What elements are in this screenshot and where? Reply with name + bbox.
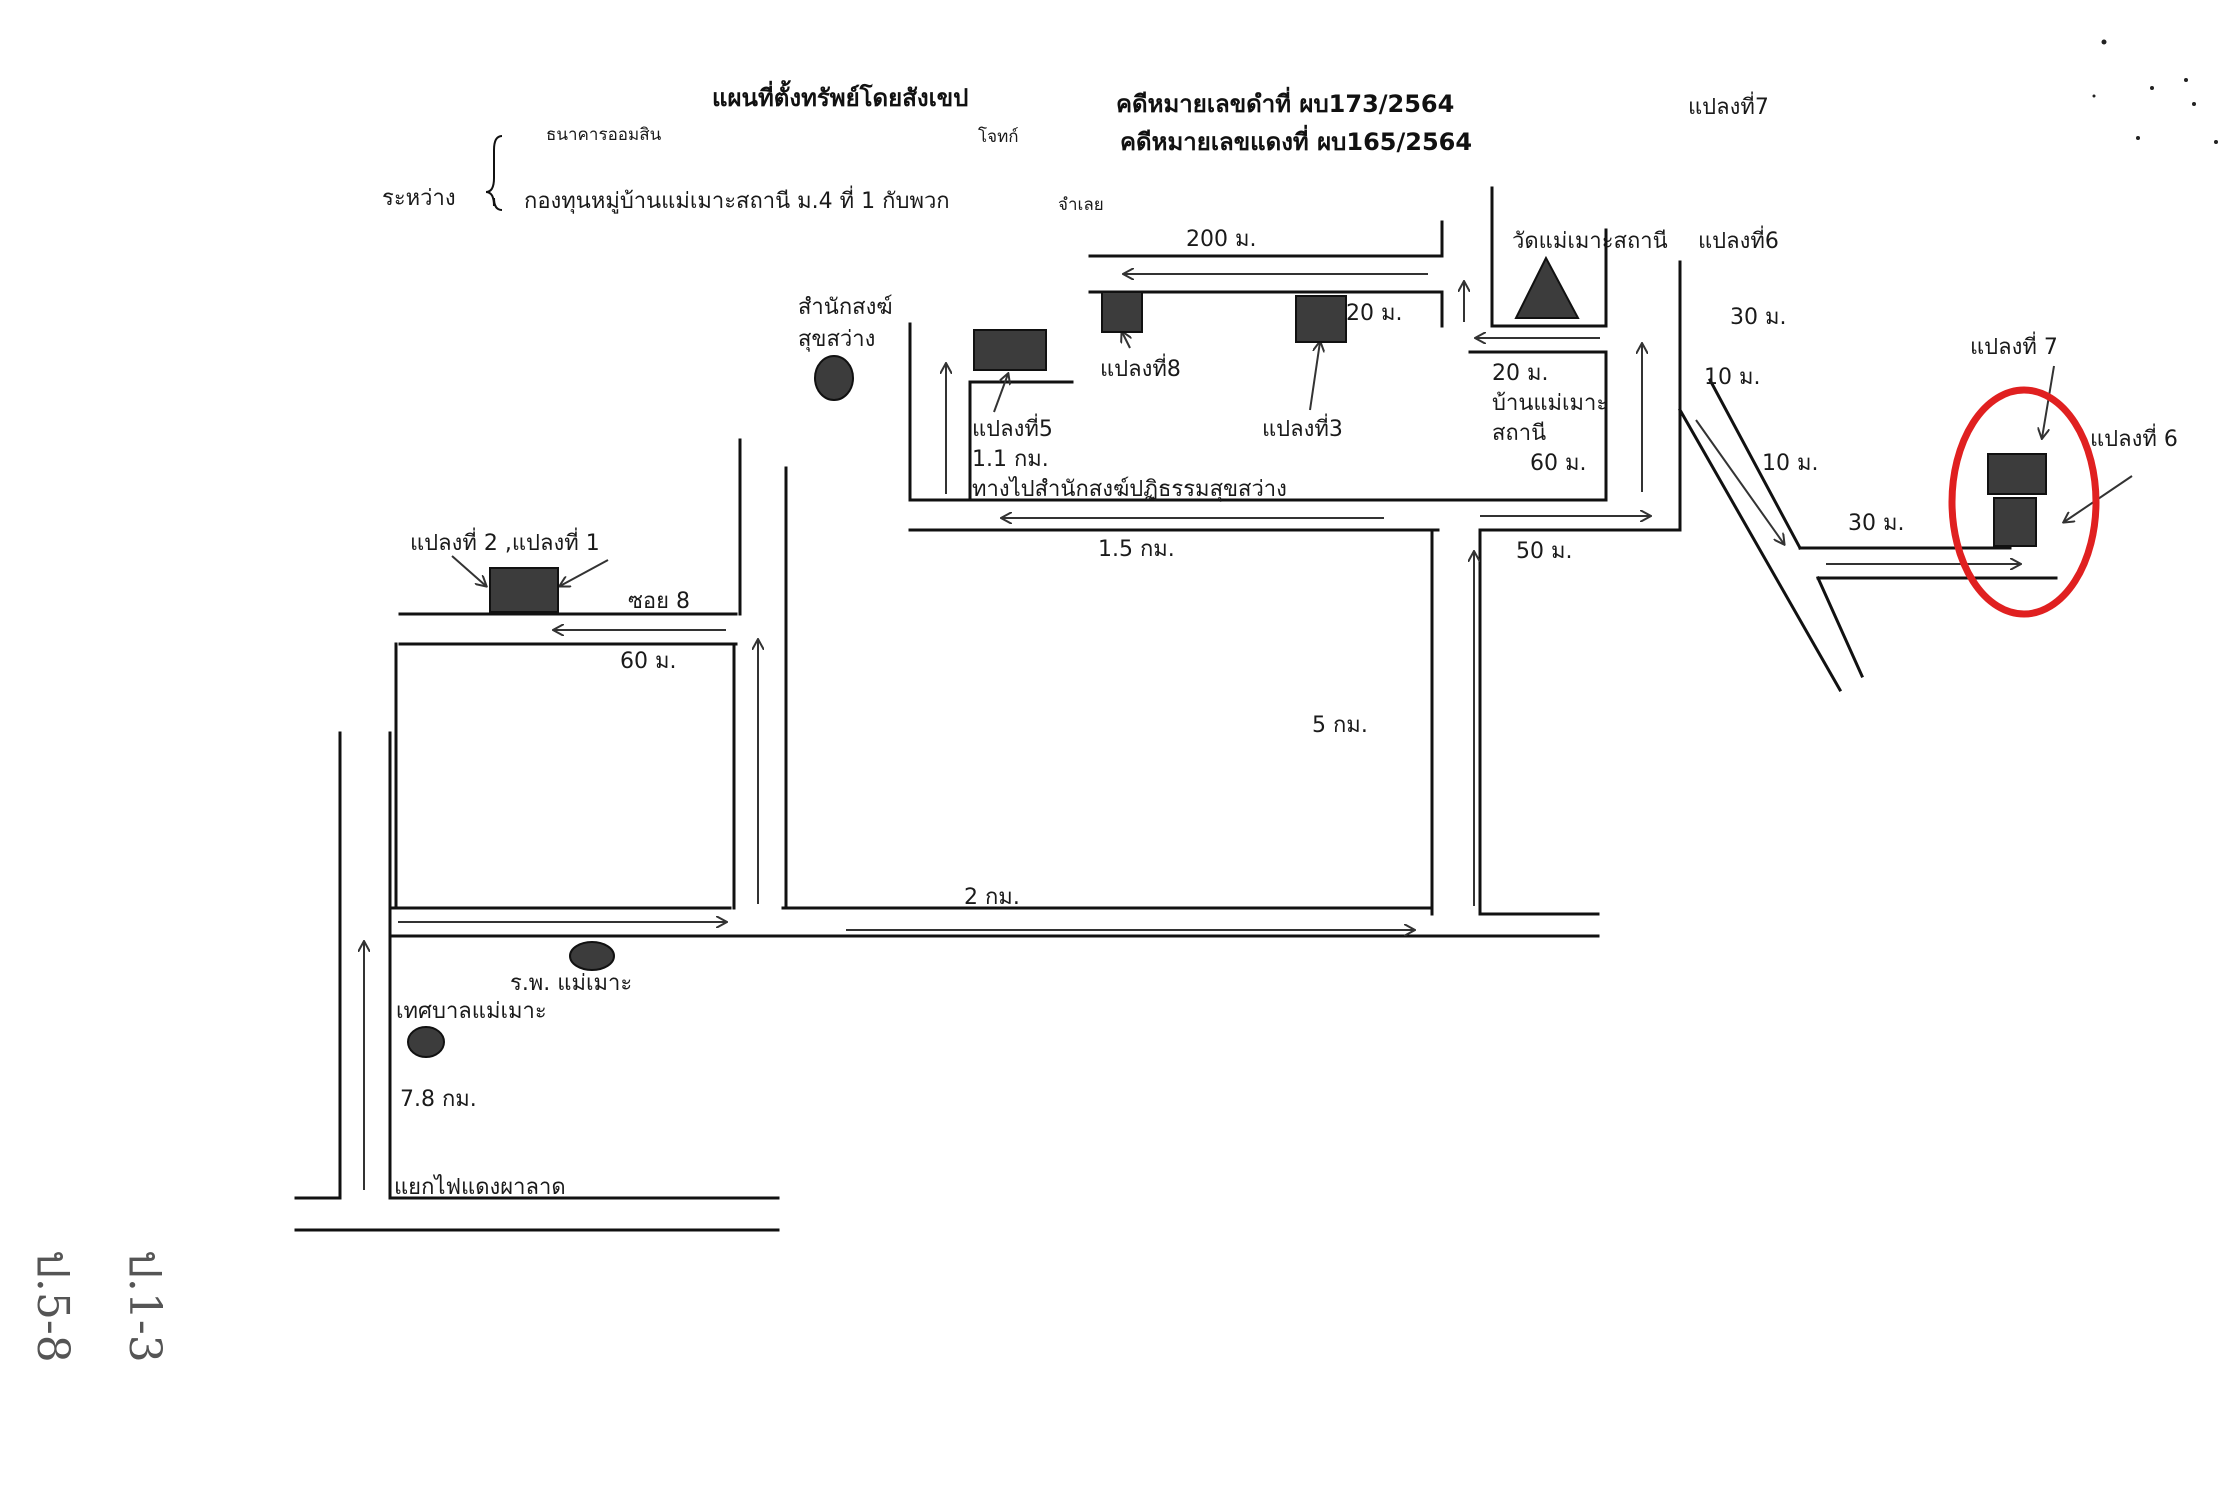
monastery-label-2: สุขสว่าง bbox=[798, 327, 875, 352]
distance-60m-soi: 60 ม. bbox=[620, 649, 676, 674]
plot-1-2-label: แปลงที่ 2 ,แปลงที่ 1 bbox=[410, 527, 600, 556]
scan-speck bbox=[2150, 86, 2154, 90]
distance-10m-b: 10 ม. bbox=[1762, 451, 1818, 476]
arrow-plot5 bbox=[993, 374, 1008, 413]
map-title: แผนที่ตั้งทรัพย์โดยสังเขป bbox=[712, 79, 968, 112]
scan-speck bbox=[2092, 94, 2096, 98]
distance-1-1km: 1.1 กม. bbox=[972, 447, 1049, 472]
scan-speck bbox=[2184, 78, 2188, 82]
red-case-number: คดีหมายเลขแดงที่ ผบ165/2564 bbox=[1120, 124, 1472, 156]
plot-3-label: แปลงที่3 bbox=[1262, 413, 1343, 442]
spur-road-inner bbox=[1816, 576, 1864, 678]
monastery-icon bbox=[814, 355, 854, 401]
distance-2km: 2 กม. bbox=[964, 885, 1020, 910]
distance-30m-a: 30 ม. bbox=[1730, 305, 1786, 330]
plot-1-2-marker bbox=[489, 567, 559, 613]
distance-60m-village: 60 ม. bbox=[1530, 451, 1586, 476]
defendant-name: กองทุนหมู่บ้านแม่เมาะสถานี ม.4 ที่ 1 กับ… bbox=[524, 185, 950, 214]
village-label-1: บ้านแม่เมาะ bbox=[1492, 391, 1608, 416]
handwritten-note-1: ป.1-3 bbox=[119, 1250, 170, 1363]
plot-6-top-label: แปลงที่6 bbox=[1698, 225, 1779, 254]
monastery-label-1: สำนักสงฆ์ bbox=[798, 295, 893, 320]
scan-speck bbox=[2101, 39, 2107, 45]
scan-speck bbox=[2214, 140, 2218, 144]
plaintiff-label: โจทก์ bbox=[978, 126, 1019, 147]
temple-icon bbox=[1514, 255, 1580, 319]
plot-5-label: แปลงที่5 bbox=[972, 413, 1053, 442]
hospital-label: ร.พ. แม่เมาะ bbox=[510, 971, 632, 996]
plot-5-marker bbox=[973, 329, 1047, 371]
highlight-circle bbox=[1948, 386, 2100, 618]
arrow-plot8 bbox=[1122, 332, 1130, 349]
arrow-plot3 bbox=[1309, 342, 1320, 411]
distance-7-8km: 7.8 กม. bbox=[400, 1087, 477, 1112]
distance-20m-a: 20 ม. bbox=[1346, 301, 1402, 326]
diagonal-road-a bbox=[1677, 407, 1843, 693]
village-label-2: สถานี bbox=[1492, 421, 1546, 446]
diagonal-road-b bbox=[1707, 377, 1803, 551]
arrow-plot1 bbox=[560, 559, 609, 586]
plot-8-marker bbox=[1101, 291, 1143, 333]
plaintiff-name: ธนาคารออมสิน bbox=[546, 125, 662, 145]
plot-6-marker bbox=[1993, 497, 2037, 547]
municipality-icon bbox=[407, 1026, 445, 1058]
soi-label: ซอย 8 bbox=[628, 589, 690, 614]
distance-200m: 200 ม. bbox=[1186, 227, 1256, 252]
defendant-label: จำเลย bbox=[1058, 195, 1104, 215]
arrow-plot7 bbox=[2042, 365, 2055, 438]
distance-1-5km: 1.5 กม. bbox=[1098, 537, 1175, 562]
arrow-diagonal bbox=[1695, 419, 1784, 544]
municipality-label: เทศบาลแม่เมาะ bbox=[396, 999, 547, 1024]
between-label: ระหว่าง bbox=[382, 186, 456, 211]
arrow-plot2 bbox=[451, 555, 486, 586]
plot-7-marker bbox=[1987, 453, 2047, 495]
black-case-number: คดีหมายเลขดำที่ ผบ173/2564 bbox=[1116, 86, 1454, 118]
handwritten-note-2: ป.5-8 bbox=[27, 1250, 78, 1363]
distance-50m: 50 ม. bbox=[1516, 539, 1572, 564]
path-label: ทางไปสำนักสงฆ์ปฏิธรรมสุขสว่าง bbox=[972, 476, 1287, 502]
junction-label: แยกไฟแดงผาลาด bbox=[394, 1174, 566, 1200]
plot-reference: แปลงที่7 bbox=[1688, 91, 1769, 120]
plot-8-label: แปลงที่8 bbox=[1100, 353, 1181, 382]
distance-30m-b: 30 ม. bbox=[1848, 511, 1904, 536]
hospital-icon bbox=[569, 941, 615, 971]
distance-20m-b: 20 ม. bbox=[1492, 361, 1548, 386]
plot-6-detail-label: แปลงที่ 6 bbox=[2090, 423, 2178, 452]
between-brace bbox=[485, 135, 503, 211]
plot-3-marker bbox=[1295, 295, 1347, 343]
distance-5km: 5 กม. bbox=[1312, 713, 1368, 738]
distance-10m-a: 10 ม. bbox=[1704, 365, 1760, 390]
scan-speck bbox=[2136, 136, 2140, 140]
scan-speck bbox=[2192, 102, 2196, 106]
temple-label: วัดแม่เมาะสถานี bbox=[1512, 229, 1668, 254]
plot-7-detail-label: แปลงที่ 7 bbox=[1970, 331, 2058, 360]
